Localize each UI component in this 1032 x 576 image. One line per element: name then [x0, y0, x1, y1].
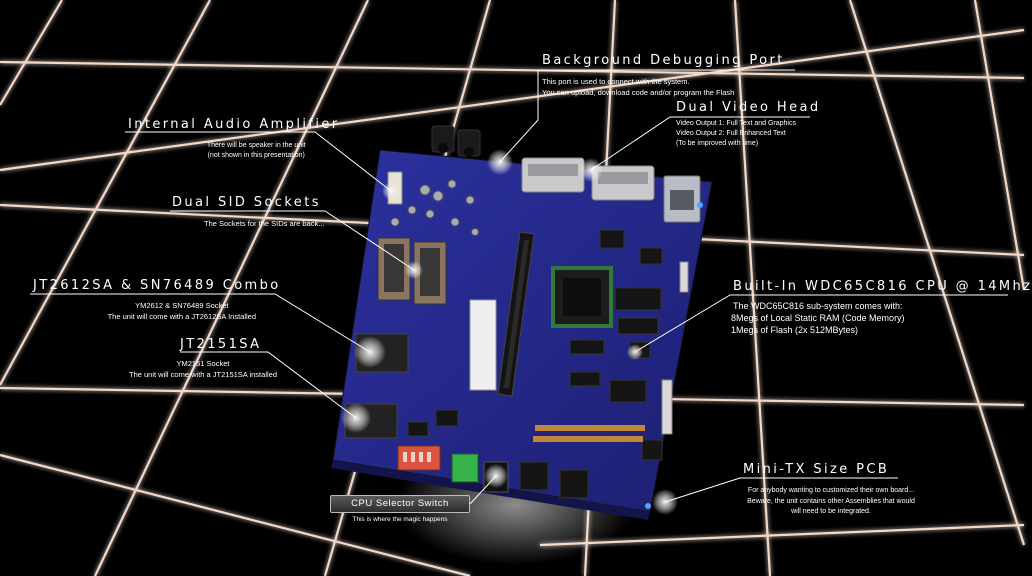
- callout-line: There will be speaker in the unit: [206, 142, 306, 149]
- led-2: [697, 202, 703, 208]
- callout-line: will need to be integrated.: [791, 508, 871, 515]
- green-terminal: [451, 453, 479, 483]
- dip-switch: [397, 445, 441, 471]
- callout-line: The WDC65C816 sub-system comes with:: [733, 301, 903, 311]
- callout-line: (To be improved with time): [676, 140, 759, 147]
- side-connector: [679, 261, 689, 293]
- atx-power-connector: [469, 299, 497, 391]
- video-head-connectors: [521, 157, 655, 201]
- callout-line: YM2151 Socket: [176, 359, 230, 368]
- callout-debug-port: Background Debugging Port This port is u…: [542, 53, 785, 98]
- expansion-slot: [497, 231, 535, 397]
- cpu-selector-subtitle: This is where the magic happens: [352, 516, 448, 523]
- callout-line: Video Output 1: Full Text and Graphics: [676, 120, 796, 127]
- callout-title: Built-In WDC65C816 CPU @ 14Mhz: [733, 279, 1032, 294]
- cpu-selector-switch-button[interactable]: CPU Selector Switch: [330, 495, 470, 513]
- ethernet-port: [663, 175, 701, 223]
- side-header: [661, 379, 673, 435]
- pin-headers: [533, 425, 645, 442]
- callout-title: Mini-TX Size PCB: [743, 462, 890, 477]
- callout-line: You can upload, download code and/or pro…: [542, 88, 735, 97]
- callout-sid-sockets: Dual SID Sockets The Sockets for the SID…: [172, 195, 324, 229]
- callout-mini-tx: Mini-TX Size PCB: [743, 462, 889, 477]
- callout-audio-amp: Internal Audio Amplifier There will be s…: [128, 117, 339, 161]
- callout-cpu: Built-In WDC65C816 CPU @ 14Mhz: [733, 279, 1032, 294]
- callout-line: The Sockets for the SIDs are back...: [204, 219, 325, 228]
- leader-lines: [30, 69, 1008, 505]
- led-1: [645, 503, 651, 509]
- callout-title: Internal Audio Amplifier: [128, 117, 340, 132]
- callout-line: The unit will come with a JT2151SA insta…: [129, 370, 277, 379]
- callout-line: (not shown in this presentation): [207, 152, 305, 159]
- callout-jt2151: JT2151SA: [180, 337, 261, 352]
- callout-line: For anybody wanting to customized their …: [747, 487, 915, 494]
- callout-title: JT2612SA & SN76489 Combo: [33, 278, 281, 293]
- callout-video-head: Dual Video Head Video Output 1: Full Tex…: [676, 100, 821, 149]
- callout-cpu-desc: The WDC65C816 sub-system comes with: 8Me…: [731, 300, 905, 336]
- ics: [407, 229, 663, 499]
- callout-jt2151-desc: YM2151 Socket The unit will come with a …: [108, 358, 298, 380]
- callout-line: Beware, the unit contains other Assembli…: [747, 497, 915, 505]
- callout-line: This port is used to connect with the sy…: [542, 77, 690, 86]
- callout-mini-tx-desc: For anybody wanting to customized their …: [722, 486, 940, 518]
- audio-jacks: [431, 125, 481, 157]
- callout-line: 8Megs of Local Static RAM (Code Memory): [731, 313, 905, 323]
- callout-line: The unit will come with a JT2612SA Insta…: [107, 312, 257, 321]
- callout-line: 1Megs of Flash (2x 512MBytes): [731, 325, 859, 335]
- callout-title: Dual Video Head: [676, 100, 821, 115]
- callout-title: JT2151SA: [180, 337, 262, 352]
- callout-jt2612: JT2612SA & SN76489 Combo YM2612 & SN7648…: [33, 278, 281, 322]
- callout-title: Background Debugging Port: [542, 53, 785, 68]
- callout-line: YM2612 & SN76489 Socket: [135, 301, 229, 310]
- capacitors: [390, 179, 479, 236]
- hotspot-markers: [341, 149, 678, 515]
- fpga-chip: [551, 266, 613, 328]
- callout-line: Video Output 2: Full Enhanced Text: [676, 130, 786, 137]
- callout-title: Dual SID Sockets: [172, 195, 321, 210]
